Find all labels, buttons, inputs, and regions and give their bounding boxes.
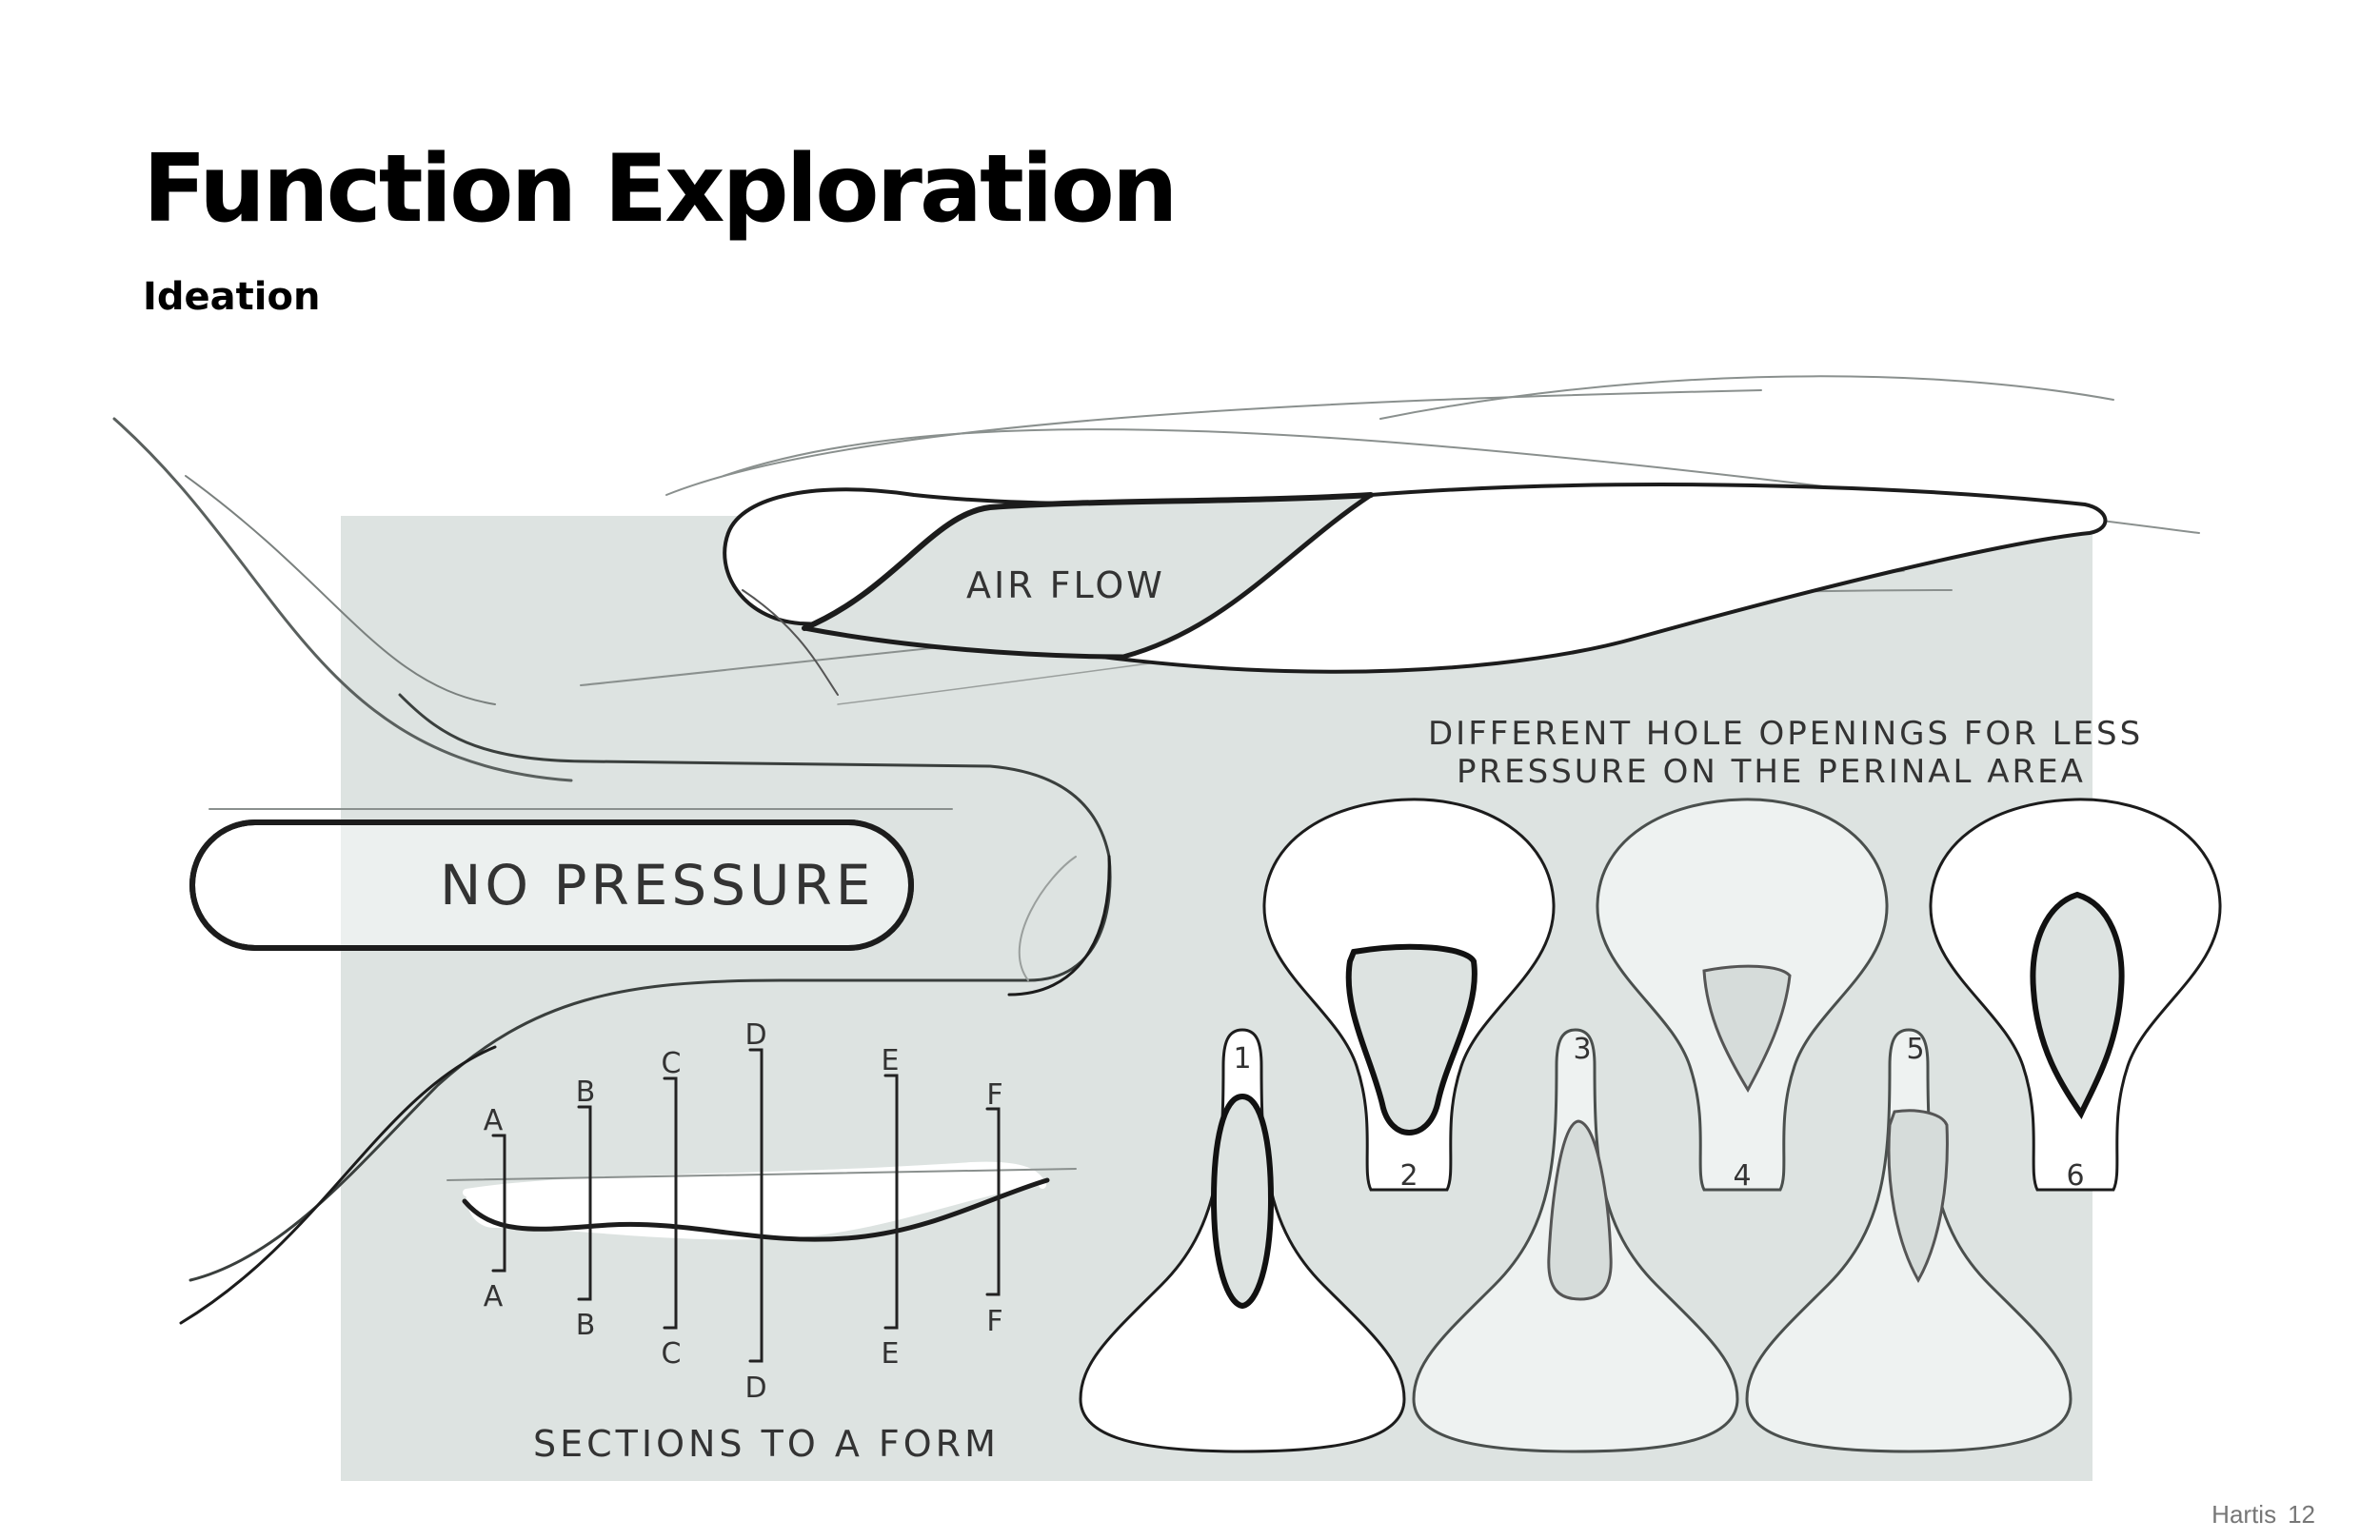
footer-page-number: 12 — [2288, 1500, 2315, 1529]
no-pressure-label: NO PRESSURE — [440, 853, 874, 918]
no-pressure-sketch — [179, 693, 1112, 1325]
saddle-top-view-3 — [1412, 1028, 1739, 1453]
section-marker-labels: A A B B C C D D E E F F — [484, 1018, 1003, 1405]
saddle-number-3: 3 — [1573, 1033, 1591, 1066]
section-marker-f-top: F — [986, 1078, 1002, 1112]
section-marker-c-bottom: C — [662, 1337, 682, 1371]
section-marker-d-top: D — [744, 1018, 766, 1052]
saddle-number-1: 1 — [1233, 1042, 1251, 1076]
saddle-top-view-2 — [1262, 798, 1556, 1192]
air-flow-saddle-sketch — [112, 375, 2200, 782]
footer-author: Hartis — [2211, 1500, 2277, 1529]
saddle-number-2: 2 — [1399, 1159, 1418, 1193]
saddle-number-labels: 1 2 3 4 5 6 — [1233, 1033, 2084, 1193]
section-marker-a-top: A — [484, 1104, 504, 1137]
saddle-top-view-5 — [1745, 1028, 2073, 1453]
saddle-top-view-4 — [1596, 798, 1889, 1192]
section-marker-f-bottom: F — [986, 1305, 1002, 1338]
saddle-number-6: 6 — [2066, 1159, 2084, 1193]
page-title: Function Exploration — [143, 135, 1179, 244]
hole-openings-caption-line-2: PRESSURE ON THE PERINAL AREA — [1457, 753, 2086, 791]
hole-openings-caption-line-1: DIFFERENT HOLE OPENINGS FOR LESS — [1428, 715, 2143, 753]
section-marker-b-top: B — [576, 1076, 596, 1109]
saddle-top-view-1 — [1079, 1028, 1406, 1453]
sections-sketch — [446, 1048, 1077, 1363]
section-marker-d-bottom: D — [744, 1372, 766, 1405]
section-marker-e-top: E — [882, 1044, 900, 1077]
air-flow-label: AIR FLOW — [966, 564, 1165, 606]
section-marker-b-bottom: B — [576, 1309, 596, 1342]
saddle-number-5: 5 — [1906, 1033, 1924, 1066]
page-footer: Hartis 12 — [2211, 1500, 2315, 1530]
saddle-number-4: 4 — [1733, 1159, 1751, 1193]
sections-caption: SECTIONS TO A FORM — [533, 1423, 1000, 1465]
section-marker-e-bottom: E — [882, 1337, 900, 1371]
saddle-top-view-6 — [1929, 798, 2222, 1192]
section-marker-c-top: C — [662, 1047, 682, 1080]
section-marker-a-bottom: A — [484, 1280, 504, 1313]
page-subtitle: Ideation — [143, 275, 321, 319]
